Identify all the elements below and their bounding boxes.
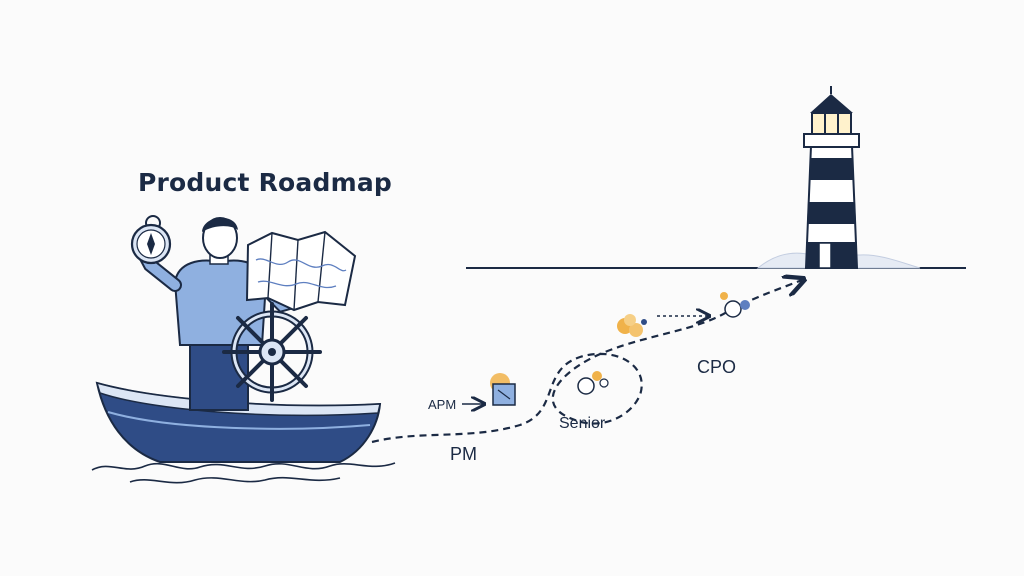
career-path-line (371, 280, 802, 444)
stage-label-pm: PM (450, 444, 477, 464)
senior-person-icon (577, 371, 609, 395)
cpo-person-icon (720, 292, 750, 318)
roadmap-title: Product Roadmap (138, 168, 393, 197)
water-waves (91, 462, 396, 484)
boat (95, 381, 382, 463)
ships-wheel-icon (222, 302, 322, 402)
idea-cloud-icon (617, 314, 647, 337)
apm-book-icon (490, 373, 516, 406)
stage-label-cpo: CPO (697, 357, 737, 377)
lighthouse-icon (803, 86, 860, 269)
map-icon (245, 230, 357, 312)
stage-label-senior: Senior (559, 415, 606, 432)
compass-icon (130, 215, 172, 265)
stage-label-apm: APM (428, 397, 457, 412)
